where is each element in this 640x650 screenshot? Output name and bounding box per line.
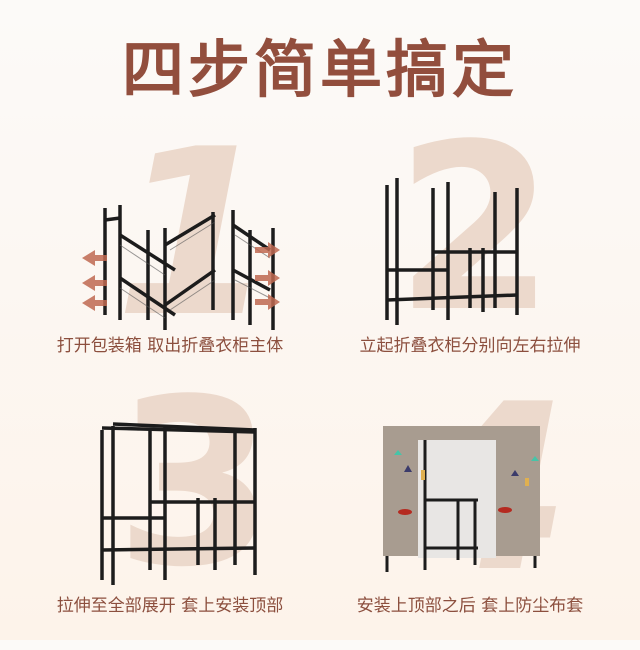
wardrobe-with-dust-cover-icon [383, 426, 540, 572]
step-2: 2 立起折叠衣柜分别向左右拉伸 [320, 115, 620, 390]
expand-arrows-icon [82, 242, 280, 311]
page-title: 四步简单搞定 [121, 33, 518, 106]
folded-wardrobe-frame-icon [82, 205, 280, 330]
step-caption: 拉伸至全部展开 套上安装顶部 [56, 596, 284, 616]
standing-wardrobe-frame-icon [385, 178, 519, 325]
step-number: 3 [115, 351, 276, 618]
step-number: 2 [395, 96, 556, 363]
step-1: 1 打开包装箱 取出折叠衣柜主体 [20, 120, 320, 390]
step-caption: 打开包装箱 取出折叠衣柜主体 [56, 336, 284, 356]
step-caption: 立起折叠衣柜分别向左右拉伸 [359, 336, 581, 356]
step-4: 4 安装上顶部之后 套上防尘布套 [320, 375, 620, 650]
step-3: 3 拉伸至全部展开 套上安装顶部 [20, 370, 320, 650]
step-caption: 安装上顶部之后 套上防尘布套 [356, 596, 584, 616]
wardrobe-frame-with-top-icon [100, 422, 257, 585]
